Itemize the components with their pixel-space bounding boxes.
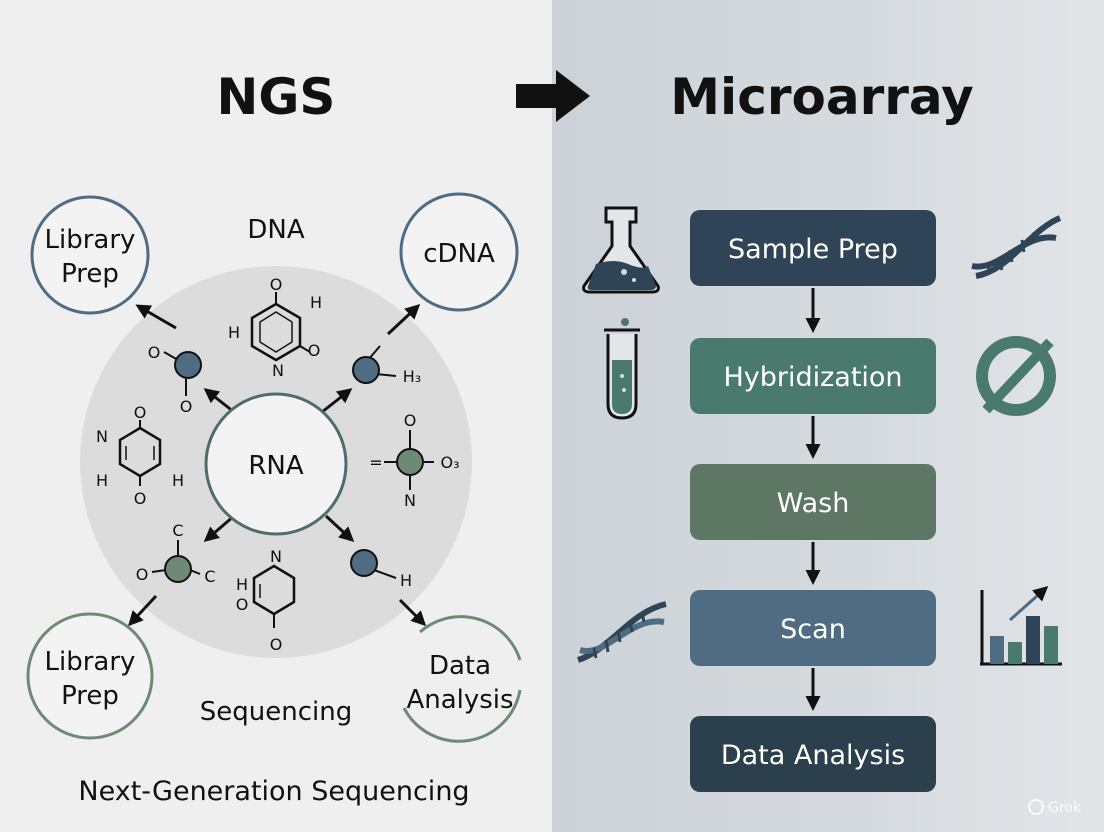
- svg-text:=: =: [369, 453, 382, 472]
- arrow-to-library-prep-top: [135, 304, 177, 330]
- svg-text:O: O: [134, 489, 147, 508]
- molecule-ball-southwest: C O C: [136, 521, 216, 586]
- dna-icon-bottom: [576, 601, 667, 663]
- svg-text:N: N: [404, 491, 416, 510]
- molecule-hexagon-left: O N H H O: [96, 403, 184, 508]
- svg-text:O: O: [404, 411, 417, 430]
- ngs-title: NGS: [217, 68, 336, 126]
- arrow-rna-se: [324, 514, 355, 543]
- svg-text:O: O: [136, 565, 149, 584]
- right-arrow-icon: [516, 70, 590, 122]
- svg-text:H: H: [172, 471, 184, 490]
- svg-text:O: O: [134, 403, 147, 422]
- step-hybridization: Hybridization: [690, 338, 936, 414]
- data-analysis-arc-top: [419, 615, 522, 661]
- flask-icon: [582, 206, 660, 294]
- ngs-arrows: [127, 303, 427, 627]
- svg-text:N: N: [270, 547, 282, 566]
- svg-text:Scan: Scan: [780, 614, 846, 645]
- step-scan: Scan: [690, 590, 936, 666]
- data-analysis-arc-bottom: [402, 689, 522, 743]
- svg-text:C: C: [204, 567, 215, 586]
- svg-text:Sample Prep: Sample Prep: [728, 234, 898, 265]
- bar-chart-icon: [980, 586, 1062, 666]
- svg-text:C: C: [172, 521, 183, 540]
- cdna-label: cDNA: [423, 239, 495, 269]
- svg-text:O: O: [270, 275, 283, 294]
- rna-node: [204, 392, 348, 536]
- svg-text:H: H: [236, 575, 248, 594]
- data-analysis-label-line2: Analysis: [406, 685, 513, 715]
- library-prep-top-label-line1: Library: [45, 225, 136, 255]
- step-box: [690, 338, 936, 414]
- arrow-rna-nw: [203, 388, 235, 414]
- step-box: [690, 210, 936, 286]
- sequencing-label: Sequencing: [200, 697, 352, 727]
- svg-text:O: O: [308, 341, 321, 360]
- arrow-rna-ne: [321, 388, 353, 414]
- svg-text:O: O: [148, 343, 161, 362]
- svg-text:N: N: [272, 361, 284, 380]
- arrow-to-library-prep-bottom: [127, 594, 158, 627]
- svg-text:O: O: [270, 635, 283, 654]
- svg-text:H₃: H₃: [403, 367, 421, 386]
- svg-text:H: H: [96, 471, 108, 490]
- rna-label: RNA: [248, 451, 304, 481]
- molecule-ball-left: O O: [148, 343, 202, 416]
- molecule-ball-east: O = O₃ N: [369, 411, 459, 510]
- microarray-panel: [552, 0, 1104, 832]
- dna-label: DNA: [247, 215, 304, 245]
- step-box: [690, 464, 936, 540]
- watermark-text: Grok: [1048, 800, 1082, 816]
- step-wash: Wash: [690, 464, 936, 540]
- test-tube-icon: [604, 318, 640, 420]
- library-prep-bottom-label-line2: Prep: [61, 681, 119, 711]
- svg-text:N: N: [96, 427, 108, 446]
- step-sample-prep: Sample Prep: [690, 210, 936, 286]
- dna-icon-top: [971, 215, 1062, 279]
- cdna-node: [399, 192, 519, 312]
- svg-text:H: H: [310, 293, 322, 312]
- svg-text:O: O: [236, 595, 249, 614]
- library-prep-top-label-line2: Prep: [61, 259, 119, 289]
- microarray-steps: Sample Prep Hybridization Wash Scan Data…: [690, 210, 936, 792]
- svg-text:Wash: Wash: [777, 488, 850, 519]
- watermark: Grok: [1028, 799, 1082, 816]
- library-prep-top-node: [30, 195, 150, 315]
- step-data-analysis: Data Analysis: [690, 716, 936, 792]
- molecule-hexagon-bottom: N H O O: [236, 547, 296, 654]
- arrow-to-data-analysis: [398, 598, 427, 627]
- no-symbol-icon: [976, 336, 1056, 416]
- arrow-to-cdna: [386, 303, 421, 336]
- data-analysis-label-line1: Data: [429, 651, 491, 681]
- molecule-hexagon-top: O H H O N: [228, 275, 322, 380]
- library-prep-bottom-label-line1: Library: [45, 647, 136, 677]
- library-prep-bottom-node: [26, 612, 154, 740]
- molecule-ball-right: H₃: [352, 345, 421, 386]
- svg-text:H: H: [228, 323, 240, 342]
- svg-text:H: H: [400, 571, 412, 590]
- step-box: [690, 716, 936, 792]
- microarray-title: Microarray: [670, 68, 973, 126]
- molecule-ball-southeast: H: [350, 549, 412, 590]
- ngs-caption: Next-Generation Sequencing: [78, 776, 469, 807]
- svg-text:Data Analysis: Data Analysis: [721, 740, 905, 771]
- svg-text:O: O: [180, 397, 193, 416]
- arrow-rna-sw: [203, 514, 235, 542]
- step-box: [690, 590, 936, 666]
- svg-text:Hybridization: Hybridization: [723, 362, 902, 393]
- svg-text:O₃: O₃: [440, 453, 459, 472]
